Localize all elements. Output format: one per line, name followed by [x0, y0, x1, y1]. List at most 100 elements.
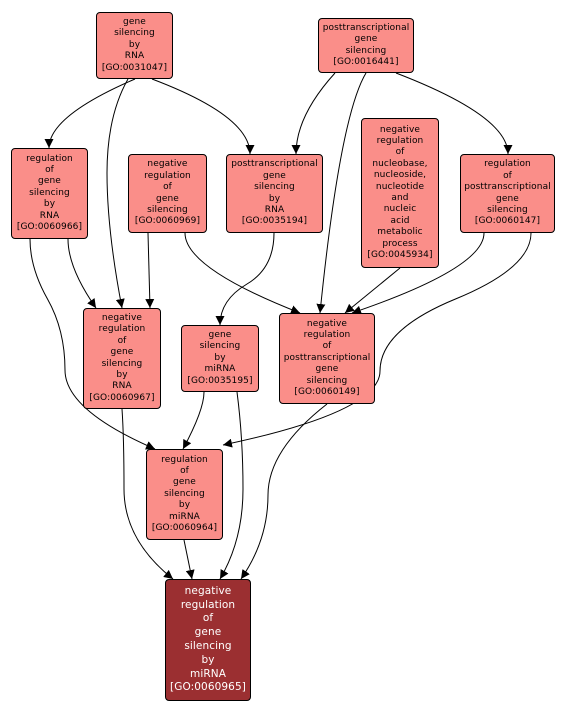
- node-label-line: nucleobase,: [372, 158, 428, 169]
- edge-gsr-to-nrgsr: [106, 78, 129, 309]
- node-label-line: process: [382, 238, 418, 249]
- edge-nrgs-to-nrgsr: [145, 232, 155, 309]
- node-label-line: regulation: [180, 598, 236, 611]
- node-label-line: of: [395, 147, 405, 158]
- node-label-line: negative: [379, 124, 421, 135]
- node-label-line: [GO:0035194]: [241, 216, 308, 227]
- node-label-line: silencing: [306, 375, 348, 386]
- node-label-line: posttranscriptional: [322, 22, 410, 33]
- edge-ptgs-to-ptgsr: [291, 72, 336, 155]
- node-label-line: [GO:0031047]: [101, 62, 168, 73]
- node-label-line: by: [214, 352, 226, 363]
- node-label-line: gene: [208, 329, 232, 340]
- edge-nrptgs-to-nrgsm: [240, 403, 328, 580]
- node-label-line: silencing: [345, 45, 387, 56]
- node-label-line: gene: [38, 176, 61, 187]
- node-label-line: RNA: [124, 51, 145, 62]
- node-label-line: [GO:0045934]: [367, 250, 433, 261]
- node-label-line: of: [322, 341, 332, 352]
- node-label-line: regulation: [144, 170, 191, 181]
- edge-rgsm-to-nrgsm: [183, 539, 195, 580]
- node-label-line: RNA: [112, 381, 132, 392]
- node-label-line: negative: [184, 584, 232, 597]
- node-label-line: nucleotide: [375, 181, 425, 192]
- node-label-line: posttranscriptional: [283, 352, 371, 363]
- edge-nrgs-to-nrptgs: [184, 232, 301, 314]
- node-label-line: [GO:0060964]: [151, 523, 218, 534]
- node-label-line: RNA: [264, 204, 285, 215]
- edge-gsm-to-rgsm: [182, 391, 205, 450]
- node-label-line: [GO:0060147]: [474, 216, 541, 227]
- edge-rgsr-to-rgsm: [29, 238, 156, 450]
- node-label-line: of: [202, 612, 214, 625]
- edge-rgsr-to-nrgsr: [67, 238, 97, 309]
- node-label-line: negative: [306, 318, 348, 329]
- node-label-line: [GO:0060966]: [16, 222, 83, 233]
- node-label-line: by: [128, 39, 141, 50]
- node-label-line: gene: [496, 193, 519, 204]
- node-label-line: of: [117, 335, 127, 346]
- node-label-line: by: [116, 369, 128, 380]
- node-label-line: of: [45, 164, 54, 175]
- node-label-line: gene: [354, 34, 378, 45]
- edge-nrnm-to-nrptgs: [344, 267, 401, 314]
- node-label-line: posttranscriptional: [464, 182, 551, 193]
- node-label-line: gene: [173, 477, 196, 488]
- node-label-line: [GO:0060149]: [294, 387, 360, 398]
- edge-nrgsr-to-nrgsm: [121, 408, 174, 580]
- node-label-line: gene: [315, 364, 339, 375]
- edge-gsr-to-ptgsr: [151, 78, 255, 155]
- node-label-line: [GO:0035195]: [187, 375, 253, 386]
- node-label-line: by: [178, 500, 191, 511]
- node-label-line: [GO:0060965]: [170, 681, 246, 694]
- node-label-line: gene: [110, 347, 134, 358]
- node-label-line: regulation: [484, 159, 531, 170]
- node-label-line: silencing: [101, 358, 143, 369]
- node-label-line: regulation: [303, 329, 351, 340]
- edge-rptgs-to-nrptgs: [351, 232, 485, 315]
- edge-gsm-to-nrgsm: [219, 391, 244, 580]
- node-label-line: RNA: [39, 210, 60, 221]
- edge-gsr-to-rgsr: [44, 78, 136, 149]
- node-label-line: posttranscriptional: [231, 159, 318, 170]
- node-label-line: gene: [123, 16, 146, 27]
- node-label-line: regulation: [26, 153, 73, 164]
- node-label-line: silencing: [29, 187, 70, 198]
- node-label-line: silencing: [114, 28, 155, 39]
- node-label-line: acid: [390, 215, 410, 226]
- node-label-line: metabolic: [377, 227, 423, 238]
- node-label-line: of: [503, 170, 512, 181]
- node-label-line: gene: [194, 626, 222, 639]
- node-label-line: by: [268, 193, 281, 204]
- node-label-line: [GO:0016441]: [333, 56, 399, 67]
- node-label-line: [GO:0060967]: [89, 392, 155, 403]
- node-label-line: and: [391, 193, 409, 203]
- edge-ptgs-to-nrptgs: [316, 72, 367, 314]
- node-label-line: [GO:0060969]: [134, 216, 201, 227]
- node-label-line: silencing: [487, 204, 528, 215]
- edge-rptgs-to-rgsm: [222, 232, 532, 448]
- node-label-line: regulation: [376, 135, 424, 146]
- node-label-line: of: [163, 182, 172, 193]
- node-label-line: negative: [101, 312, 143, 323]
- node-label-line: miRNA: [204, 364, 236, 375]
- node-label-line: nucleic: [383, 204, 417, 215]
- node-label-line: gene: [263, 170, 286, 181]
- node-label-line: silencing: [254, 182, 295, 193]
- edge-ptgs-to-rptgs: [395, 72, 513, 155]
- node-label-line: regulation: [98, 324, 146, 335]
